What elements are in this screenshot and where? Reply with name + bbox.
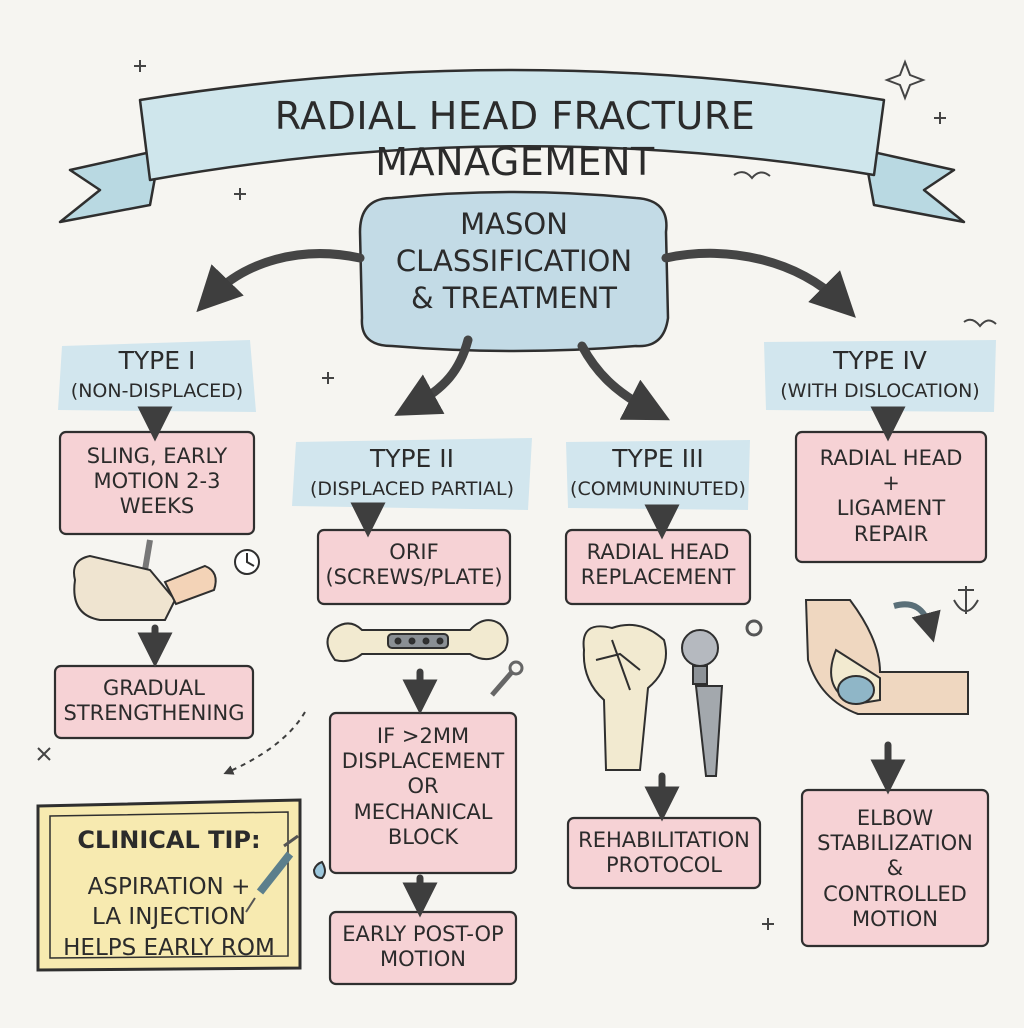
type-3-label-bg [566,440,750,510]
type-2-label-bg [292,438,532,510]
step-arrows [137,406,906,918]
main-arrows [196,248,856,421]
clinical-tip-body: ASPIRATION + LA INJECTION HELPS EARLY RO… [63,874,275,961]
clinical-tip-title: CLINICAL TIP: [77,826,261,854]
clinical-tip-box [36,798,302,972]
arrow-to-type-4 [661,248,856,318]
type-3-subtitle: (COMMUNINUTED) [570,478,746,500]
arrow-to-type-2 [394,335,473,416]
type-3-step-2: REHABILITATION PROTOCOL [578,828,750,878]
arm-sling-icon [73,539,260,621]
type-4-step-1: RADIAL HEAD + LIGAMENT REPAIR [819,446,963,546]
bone-plate-icon [326,619,524,697]
syringe-icon [245,834,326,913]
type-4-label-bg [764,340,996,412]
diagram-title: RADIAL HEAD FRACTURE MANAGEMENT [274,94,756,184]
type-1-title: TYPE I [118,346,196,375]
type-2-step-3: EARLY POST-OP MOTION [342,922,504,972]
center-title: MASON CLASSIFICATION & TREATMENT [395,207,633,316]
type-1-step-2: GRADUAL STRENGTHENING [63,676,245,726]
type-2-title: TYPE II [369,444,455,473]
type-3-title: TYPE III [612,444,704,473]
type-4-step-2: ELBOW STABILIZATION & CONTROLLED MOTION [817,806,973,931]
title-banner [58,68,966,224]
type-1-step-1: SLING, EARLY MOTION 2-3 WEEKS [86,444,228,519]
prosthesis-icon [582,619,763,777]
type-1-subtitle: (NON-DISPLACED) [70,380,244,402]
type-4-subtitle: (WITH DISLOCATION) [780,380,980,402]
decorations [37,59,997,930]
type-4-title: TYPE IV [833,346,927,375]
elbow-joint-icon [804,586,979,715]
type-labels [58,340,996,510]
arrow-to-type-1 [196,249,365,313]
step-boxes [53,430,990,986]
arrow-to-type-3 [577,341,671,421]
type-2-step-1: ORIF (SCREWS/PLATE) [325,540,503,590]
type-1-label-bg [58,340,256,412]
type-2-step-1-box [316,528,512,606]
center-box [358,190,670,353]
type-2-subtitle: (DISPLACED PARTIAL) [309,478,515,500]
type-2-step-2: IF >2mm DISPLACEMENT OR MECHANICAL BLOCK [341,724,505,849]
type-3-step-1: RADIAL HEAD REPLACEMENT [580,540,736,590]
